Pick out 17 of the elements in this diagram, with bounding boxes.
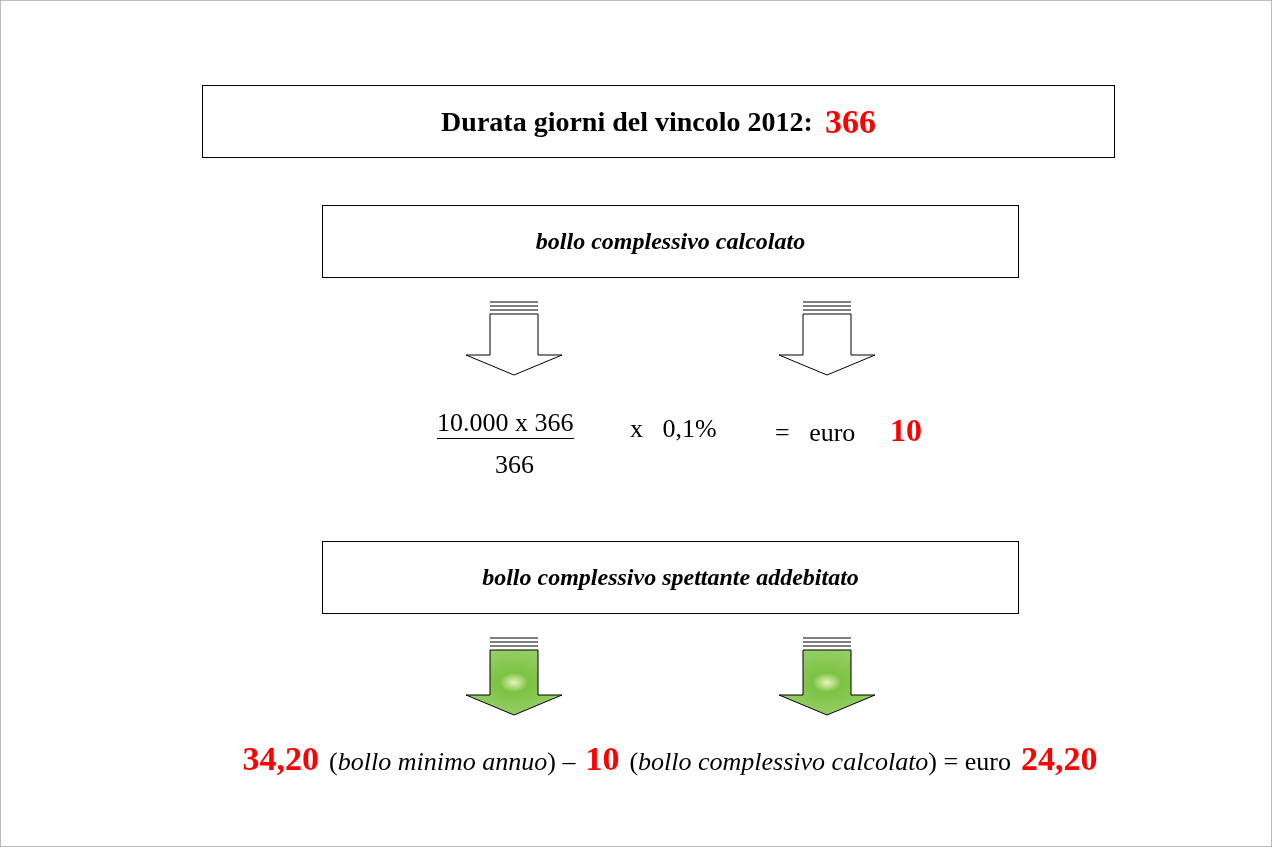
box-title: bollo complessivo calcolato [535,228,806,255]
text: (bollo complessivo calcolato) = euro [629,747,1011,777]
process-box [322,541,1019,614]
process-box [322,205,1019,278]
denominator: 366 [495,450,534,480]
result-label: = euro [775,418,856,448]
box-title: bollo complessivo spettante addebitato [482,564,859,591]
number: 10 [585,740,620,778]
factor: x 0,1% [630,414,717,444]
title-box [202,85,1115,158]
text: (bollo minimo annuo) – [329,747,576,777]
numerator: 10.000 x 366 [437,408,574,439]
result-value: 10 [890,412,922,449]
number: 366 [824,102,876,141]
box-title: Durata giorni del vincolo 2012: [441,105,813,138]
number: 34,20 [242,740,320,778]
number: 24,20 [1020,740,1098,778]
